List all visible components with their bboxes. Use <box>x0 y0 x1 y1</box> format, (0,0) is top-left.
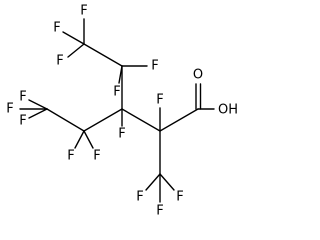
atom-label-f5: F <box>151 59 158 74</box>
bond-c8-f-left <box>145 173 161 191</box>
atom-label-f14: F <box>176 190 183 205</box>
bond-c1-f-bottom <box>67 43 85 58</box>
bond-c6-c7 <box>159 108 199 132</box>
bond-c1-f-left <box>62 31 85 45</box>
bond-c3-c6 <box>121 108 161 132</box>
bond-c5-f-bottom <box>28 108 48 119</box>
atom-label-f12: F <box>156 93 163 108</box>
structure-diagram: F F F F F F F F F F F F F F F O OH <box>6 4 238 219</box>
atom-label-o: O <box>193 68 203 83</box>
atom-label-f8: F <box>19 114 26 129</box>
atom-label-f15: F <box>156 204 163 219</box>
atom-labels: F F F F F F F F F F F F F F F O OH <box>6 4 238 219</box>
atom-label-f4: F <box>113 85 120 100</box>
bond-c4-f-right <box>83 130 94 149</box>
bonds <box>19 18 215 203</box>
bond-c8-f-right <box>159 173 175 191</box>
bond-c3-c4 <box>83 108 123 132</box>
atom-label-f2: F <box>53 21 60 36</box>
bond-c5-f-top <box>28 99 48 110</box>
atom-label-f3: F <box>56 54 63 69</box>
bond-c4-c5 <box>46 108 85 132</box>
bond-c4-f-left <box>74 130 85 149</box>
atom-label-f10: F <box>67 149 74 164</box>
atom-label-f9: F <box>118 127 125 142</box>
bond-c1-c2 <box>83 43 123 67</box>
atom-label-f7: F <box>6 102 13 117</box>
atom-label-f6: F <box>19 90 26 105</box>
atom-label-oh: OH <box>218 103 238 118</box>
atom-label-f11: F <box>93 149 100 164</box>
atom-label-f1: F <box>80 4 87 19</box>
atom-label-f13: F <box>136 190 143 205</box>
